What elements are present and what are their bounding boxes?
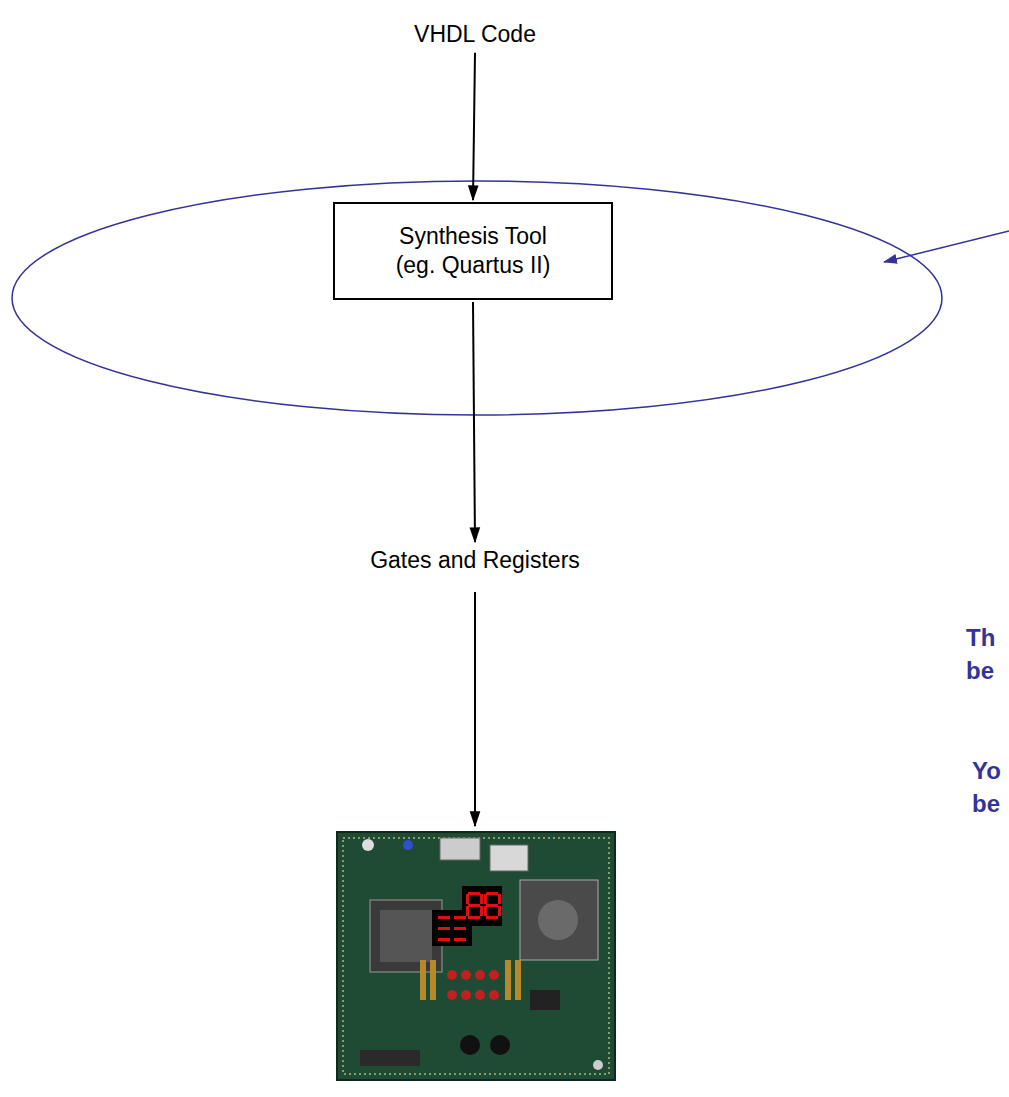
flow-arrow [473,53,475,200]
callout-arrow [884,231,1009,262]
node-text: Synthesis Tool (eg. Quartus II) [383,222,563,280]
node-text: Gates and Registers [370,546,580,575]
focus-ellipse [12,181,942,415]
flow-arrow [474,592,476,826]
flow-arrow [473,302,475,542]
input-label: VHDL Code [410,18,540,51]
fpga-board [337,832,615,1080]
node-text: VHDL Code [414,20,536,49]
process-box: Synthesis Tool (eg. Quartus II) [333,202,613,300]
note-text: Th be [966,621,1000,687]
note-text: Yo be [972,754,1006,820]
output-label: Gates and Registers [366,544,584,577]
